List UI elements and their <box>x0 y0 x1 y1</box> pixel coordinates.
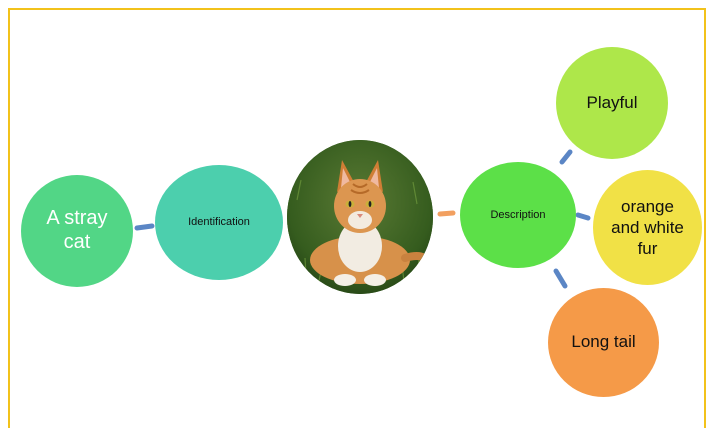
node-orange-and-white-fur: orange and white fur <box>593 170 702 285</box>
node-label: Identification <box>188 216 250 229</box>
node-label: Long tail <box>571 332 636 352</box>
node-a-stray-cat: A stray cat <box>21 175 133 287</box>
connector-description-tail <box>553 268 568 289</box>
connector-description-playful <box>559 149 573 165</box>
cat-illustration <box>287 140 433 294</box>
cat-photo <box>287 140 433 294</box>
connector-stray-identification <box>134 223 155 231</box>
node-label: A stray cat <box>46 207 108 253</box>
connector-description-fur <box>575 212 591 221</box>
node-label: orange and white fur <box>611 196 684 259</box>
diagram-frame <box>8 8 706 428</box>
node-playful: Playful <box>556 47 668 159</box>
node-identification: Identification <box>155 165 283 280</box>
connector-photo-description <box>437 210 456 217</box>
node-label: Playful <box>586 92 638 112</box>
node-long-tail: Long tail <box>548 288 659 397</box>
node-label: Description <box>490 208 546 221</box>
node-description: Description <box>460 162 576 268</box>
